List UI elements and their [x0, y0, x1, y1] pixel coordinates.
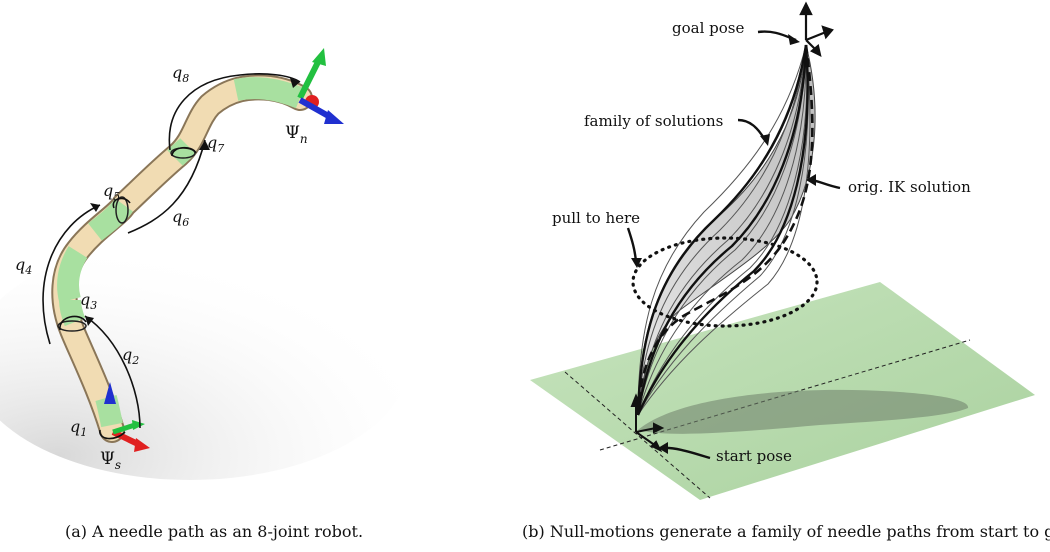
axis-y-end-icon	[297, 60, 321, 100]
axis-z-start-icon	[104, 382, 116, 404]
axis-y-end-head	[312, 48, 326, 66]
label-orig-ik: orig. IK solution	[848, 178, 971, 196]
label-q6: q6	[172, 207, 189, 229]
label-family-solutions: family of solutions	[584, 112, 723, 130]
label-q4: q4	[15, 255, 32, 277]
goal-frame-icon	[799, 1, 834, 58]
label-psi-n: Ψn	[285, 123, 308, 146]
arrow-head	[290, 78, 300, 88]
arrow-head	[90, 203, 100, 212]
panel-b: goal pose family of solutions orig. IK s…	[520, 0, 1050, 552]
null-motion-figure: goal pose family of solutions orig. IK s…	[530, 1, 1035, 500]
ground-plane	[530, 282, 1035, 500]
tube-joint-segment	[233, 77, 305, 109]
label-q5: q5	[103, 181, 120, 203]
axis-y-start-icon	[112, 422, 136, 435]
arc-q5	[112, 197, 131, 209]
axis-z-end-head	[324, 110, 344, 124]
arrow-head	[199, 140, 210, 150]
start-frame-icon	[630, 393, 665, 453]
axis-y-start-head	[132, 420, 145, 430]
needle-robot-figure: q1 q2 q3 q4 q5 q6 q7 q8 Ψs Ψn	[0, 48, 410, 480]
arc-q3	[59, 315, 87, 331]
axis-x-start-head	[134, 438, 150, 452]
label-q3: q3	[80, 290, 97, 312]
joint-ring	[115, 196, 129, 224]
label-q8: q8	[172, 63, 189, 85]
arc-q6	[127, 139, 206, 234]
panel-a: q1 q2 q3 q4 q5 q6 q7 q8 Ψs Ψn (a) A need…	[0, 0, 520, 552]
label-pull-here: pull to here	[552, 209, 640, 227]
tube-joint-segment	[57, 246, 88, 303]
joint-ring	[57, 320, 87, 332]
arc-q8	[168, 73, 301, 151]
caption-a: (a) A needle path as an 8-joint robot.	[65, 522, 364, 541]
caption-b: (b) Null-motions generate a family of ne…	[522, 522, 1050, 541]
arc-q2	[84, 315, 141, 429]
pull-region-ellipse	[631, 236, 819, 328]
highlight-curves	[636, 44, 809, 416]
family-shadow	[638, 389, 969, 434]
arc-q1	[99, 429, 126, 440]
label-q7: q7	[207, 133, 224, 155]
label-goal-pose: goal pose	[672, 19, 744, 37]
label-start-pose: start pose	[716, 447, 792, 465]
arc-q4	[42, 204, 101, 345]
label-q1: q1	[70, 417, 87, 439]
tube-joint-segment	[88, 198, 133, 241]
arc-q7	[171, 146, 197, 157]
orig-ik-curve	[636, 44, 814, 416]
label-psi-s: Ψs	[100, 449, 121, 472]
arrow-head	[85, 316, 94, 326]
callout-heads	[631, 34, 816, 454]
label-q2: q2	[122, 345, 139, 367]
tube-joint-segment	[59, 299, 86, 327]
